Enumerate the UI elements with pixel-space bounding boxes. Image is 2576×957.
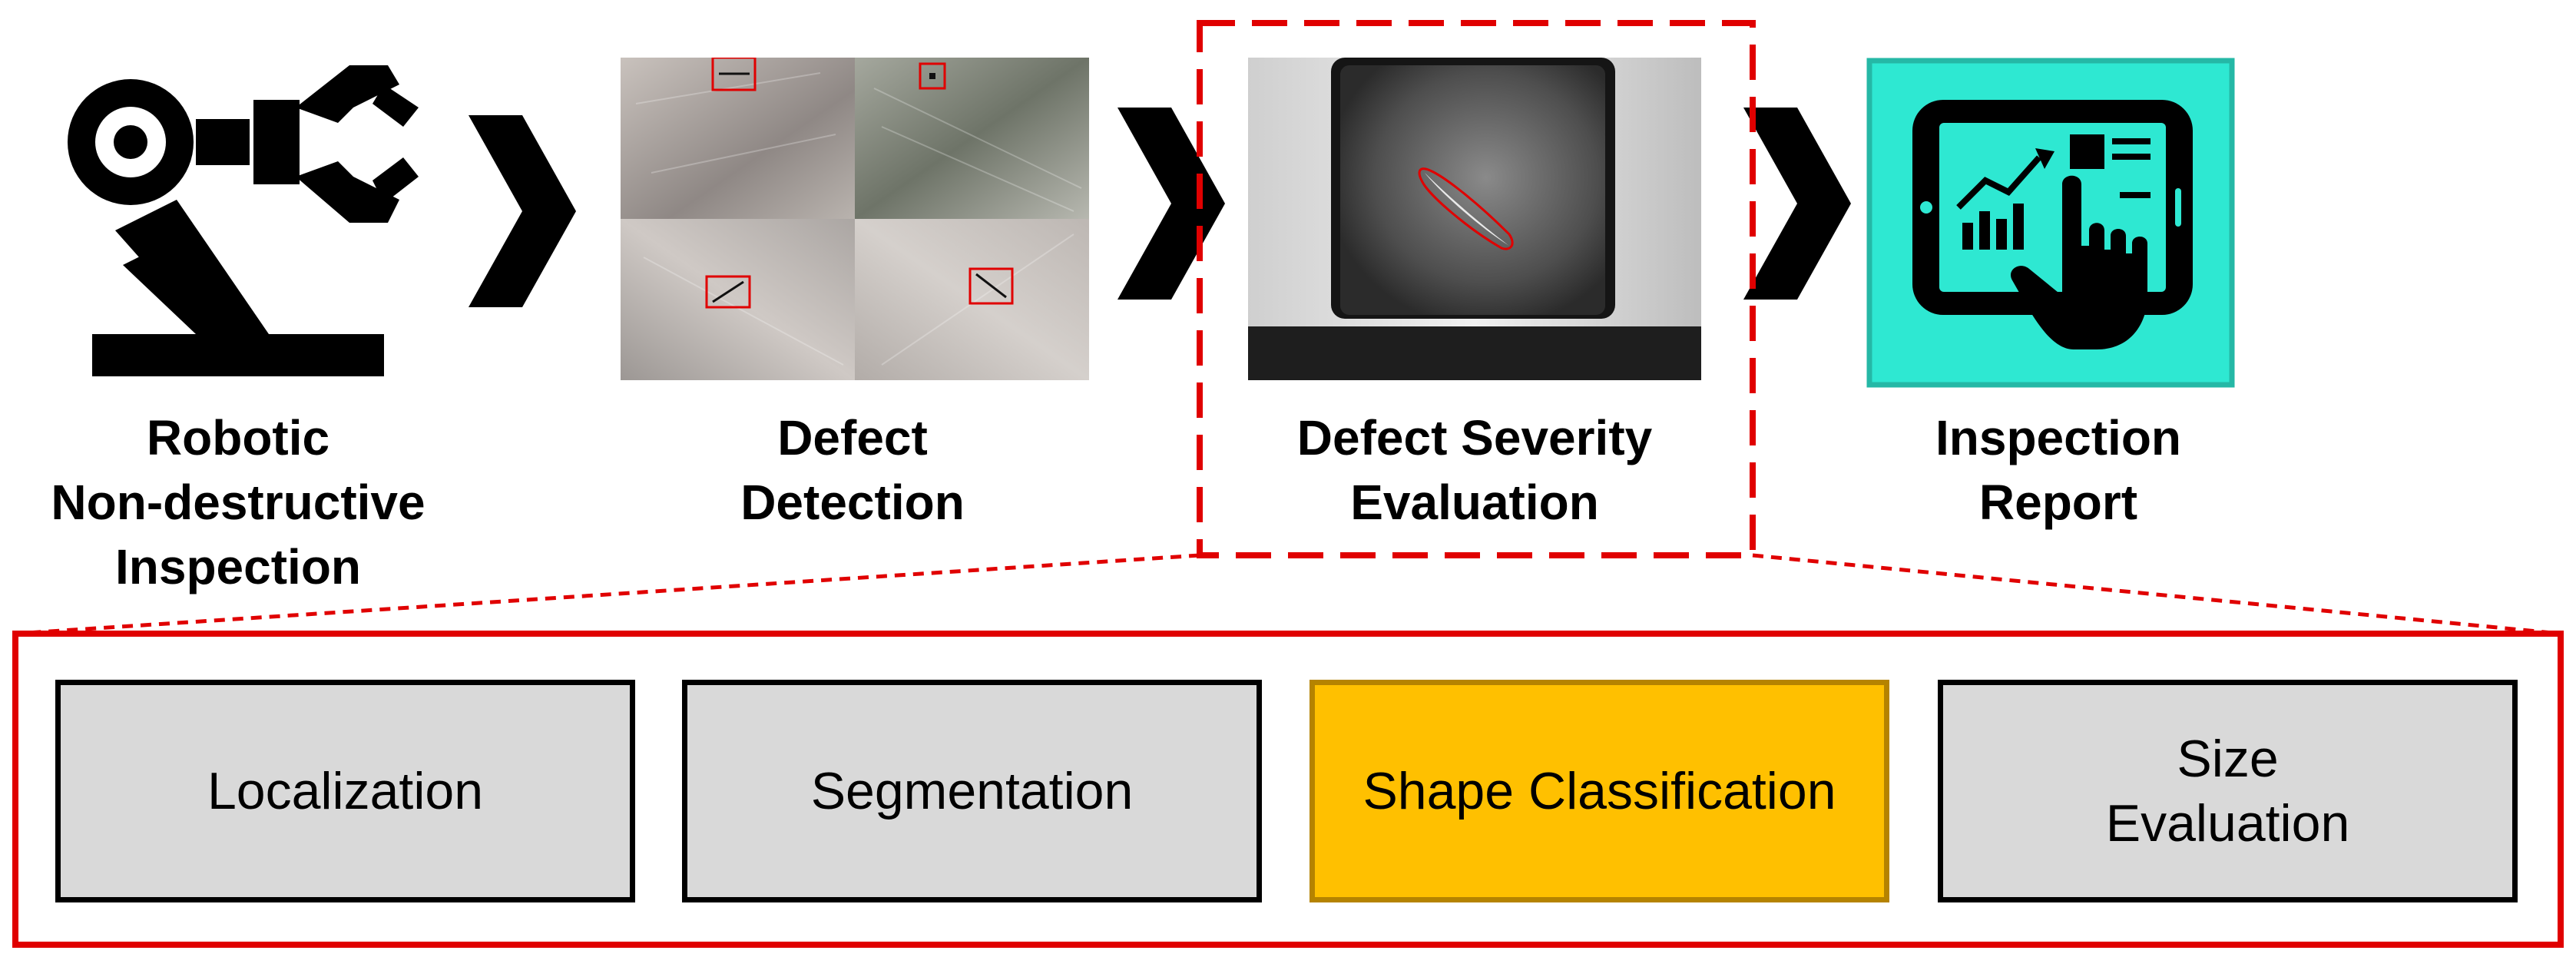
stage-label-severity: Defect Severity Evaluation bbox=[1296, 410, 1653, 530]
chevron-right-icon bbox=[469, 115, 576, 307]
step-shape-classification: Shape Classification bbox=[1310, 680, 1889, 902]
stage-label-robotic: Robotic Non-destructive Inspection bbox=[51, 410, 425, 594]
stage-label-detection: Defect Detection bbox=[740, 410, 965, 530]
step-segmentation: Segmentation bbox=[682, 680, 1262, 902]
defect-severity-image bbox=[1248, 58, 1701, 380]
tablet-report-icon bbox=[1866, 58, 2235, 388]
robot-arm-icon bbox=[68, 65, 419, 376]
step-localization: Localization bbox=[55, 680, 635, 902]
step-size-evaluation: Size Evaluation bbox=[1938, 680, 2518, 902]
chevron-right-icon bbox=[1743, 108, 1851, 300]
defect-detection-image bbox=[621, 58, 1089, 380]
chevron-right-icon bbox=[1117, 108, 1225, 300]
stage-label-report: Inspection Report bbox=[1935, 410, 2182, 530]
expand-line-right bbox=[1752, 553, 2561, 636]
